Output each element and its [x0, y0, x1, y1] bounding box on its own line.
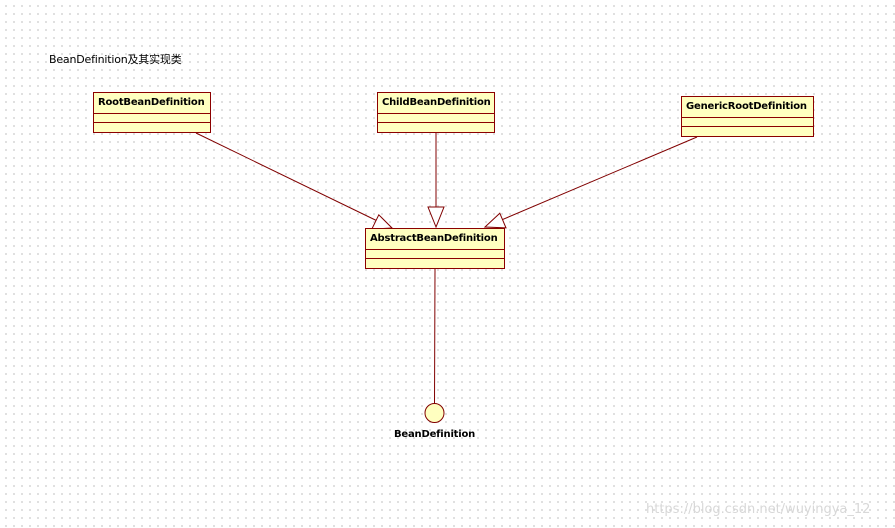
generalization-root-to-abstract — [195, 132, 394, 230]
generalization-child-to-abstract — [427, 133, 445, 229]
generalization-generic-to-abstract — [483, 136, 698, 229]
interface-lollipop-icon — [424, 403, 445, 423]
class-child-bean-definition[interactable]: ChildBeanDefinition — [377, 92, 495, 133]
class-name-label: ChildBeanDefinition — [378, 93, 494, 114]
operations-compartment — [682, 127, 813, 135]
diagram-caption: BeanDefinition及其实现类 — [49, 53, 182, 66]
class-abstract-bean-definition[interactable]: AbstractBeanDefinition — [365, 228, 505, 269]
class-name-label: AbstractBeanDefinition — [366, 229, 504, 250]
interface-bean-definition-label[interactable]: BeanDefinition — [394, 429, 476, 440]
operations-compartment — [94, 123, 210, 131]
attributes-compartment — [366, 250, 504, 259]
attributes-compartment — [682, 118, 813, 127]
operations-compartment — [378, 123, 494, 131]
attributes-compartment — [94, 114, 210, 123]
class-generic-root-definition[interactable]: GenericRootDefinition — [681, 96, 814, 137]
class-root-bean-definition[interactable]: RootBeanDefinition — [93, 92, 211, 133]
realization-abstract-to-beandefinition — [434, 268, 436, 404]
operations-compartment — [366, 259, 504, 267]
class-name-label: GenericRootDefinition — [682, 97, 813, 118]
attributes-compartment — [378, 114, 494, 123]
class-name-label: RootBeanDefinition — [94, 93, 210, 114]
watermark-text: https://blog.csdn.net/wuyingya_12 — [646, 502, 871, 517]
